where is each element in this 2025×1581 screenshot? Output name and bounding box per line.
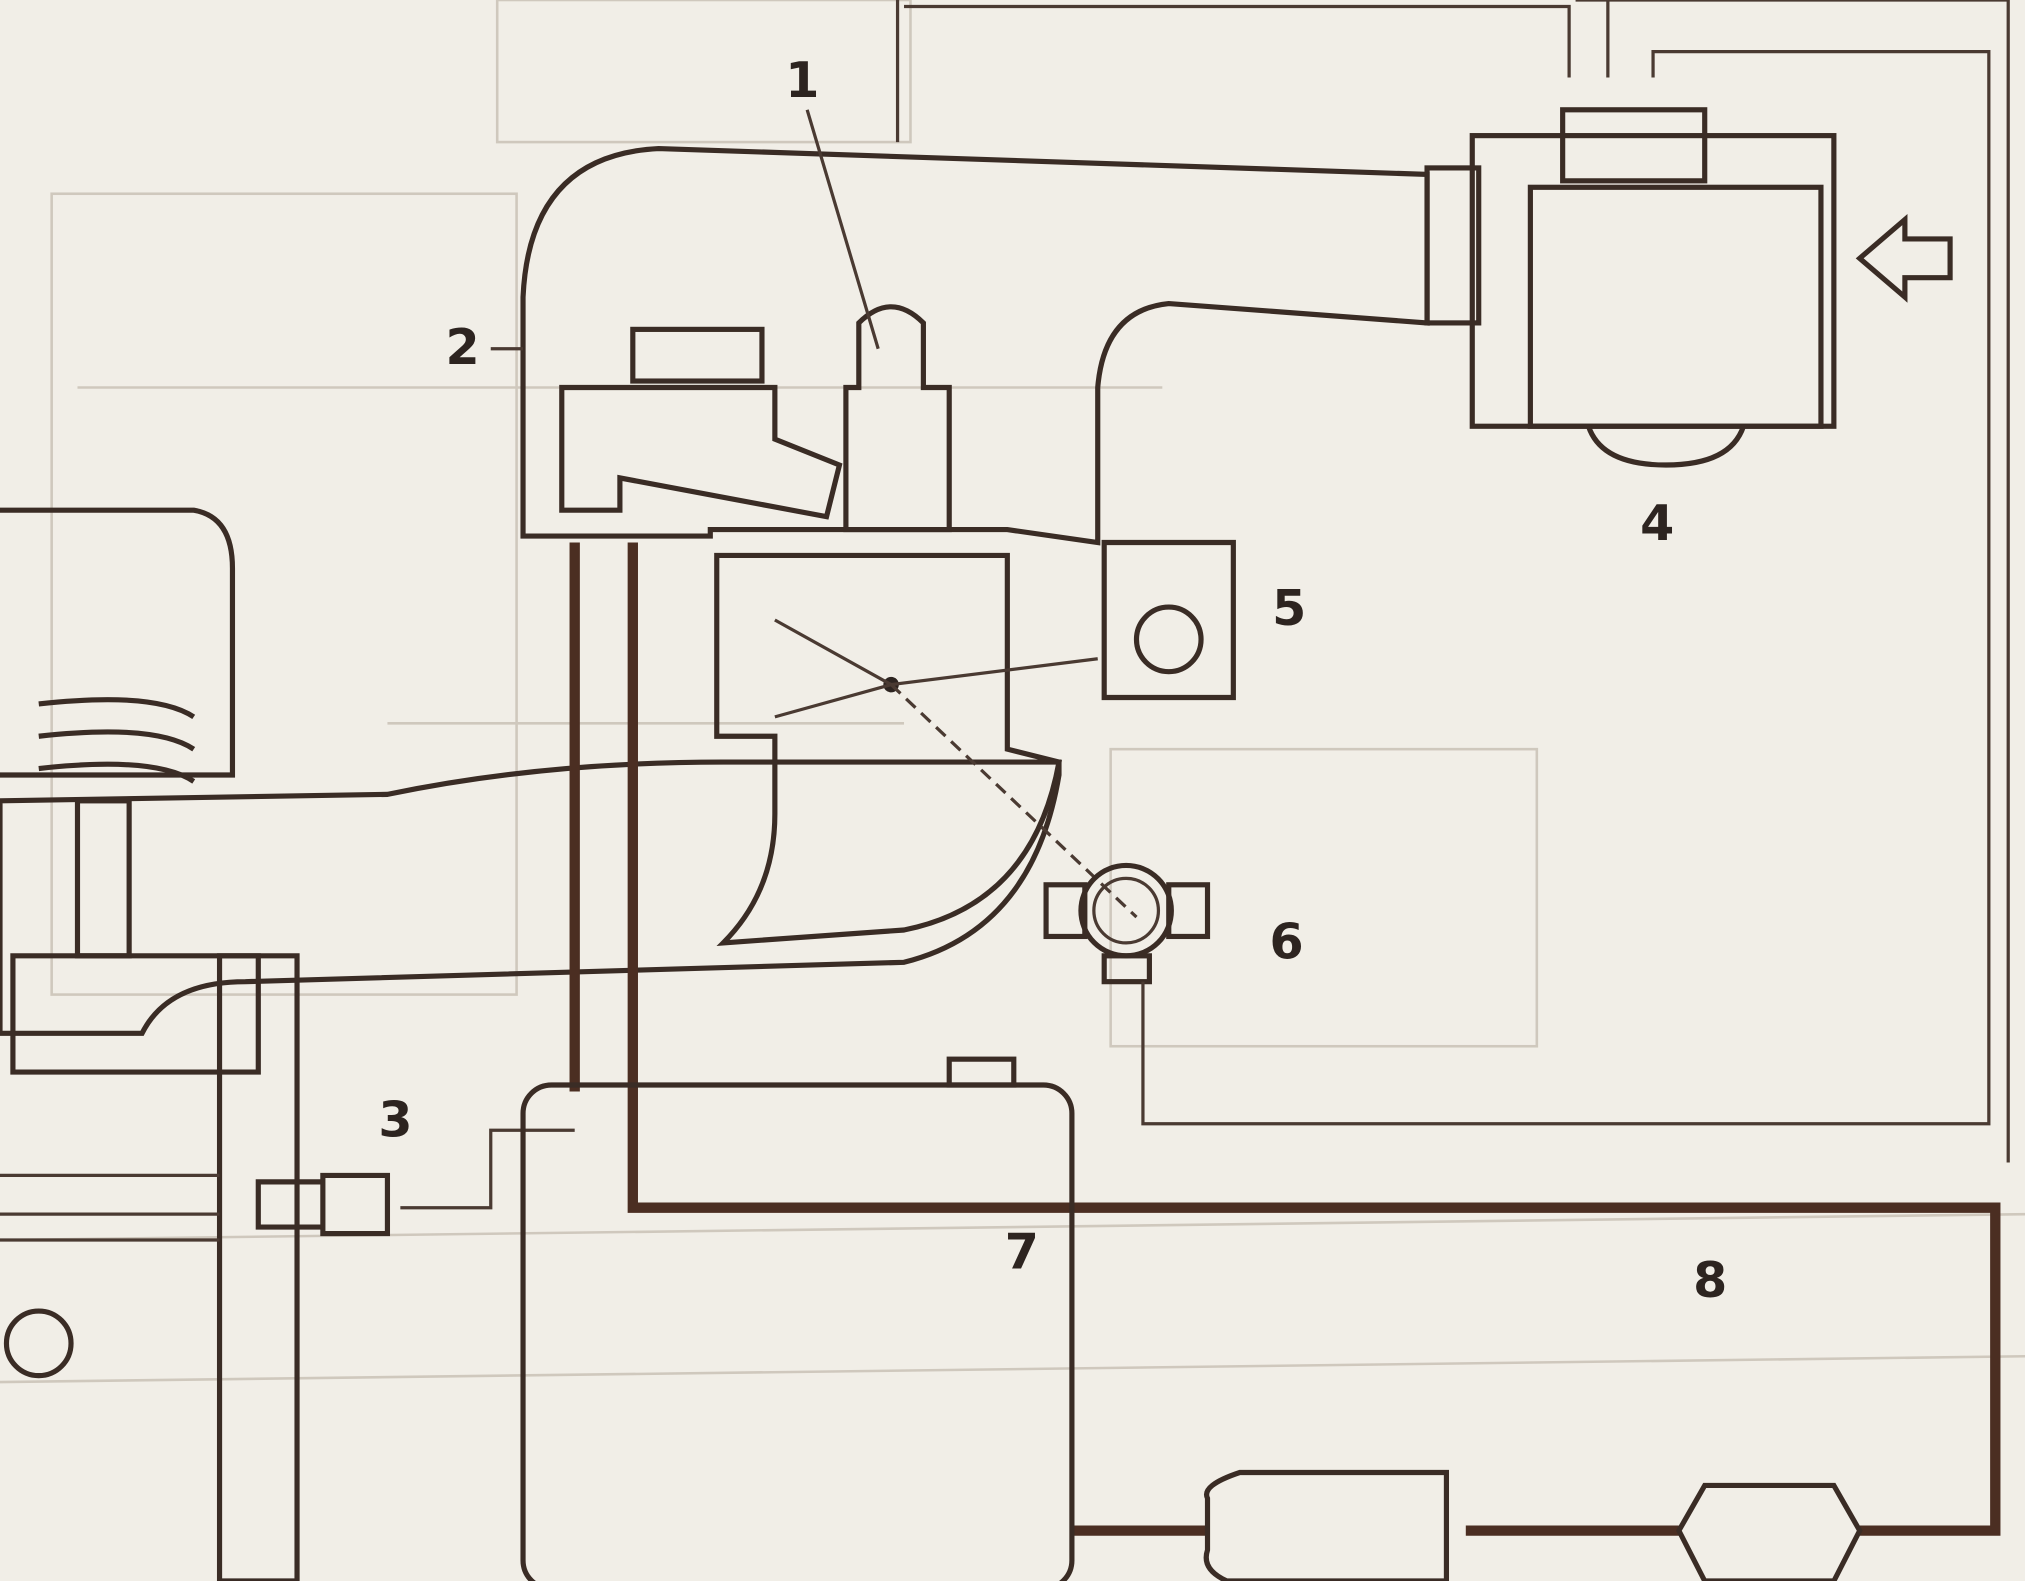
fuel-tank-cap bbox=[946, 1056, 1017, 1088]
fuel-lines bbox=[569, 542, 2001, 1536]
fuel-tank bbox=[520, 1082, 1075, 1581]
background-ghost-drawing bbox=[0, 0, 2025, 1384]
part-labels: 1 2 3 4 5 6 7 8 bbox=[378, 51, 1727, 1309]
rocker-cover bbox=[630, 326, 765, 384]
fuel-filter bbox=[1675, 1482, 1863, 1581]
fuel-pump bbox=[1203, 1469, 1450, 1581]
injector-body bbox=[843, 304, 952, 533]
temperature-sensor bbox=[1043, 862, 1211, 985]
label-7: 7 bbox=[1005, 1222, 1039, 1280]
air-flow-arrow-icon bbox=[1855, 213, 1953, 303]
rocker-arm bbox=[559, 384, 843, 520]
engine-cylinder-head bbox=[0, 507, 300, 1581]
label-1: 1 bbox=[785, 51, 819, 109]
valve-stem bbox=[74, 798, 132, 959]
throttle-position-sensor bbox=[774, 539, 1236, 919]
valve-spring bbox=[38, 697, 196, 784]
label-8: 8 bbox=[1693, 1251, 1727, 1309]
label-4: 4 bbox=[1640, 494, 1674, 552]
label-2: 2 bbox=[446, 318, 480, 376]
intake-manifold bbox=[0, 145, 1430, 1036]
label-6: 6 bbox=[1269, 912, 1303, 970]
label-3: 3 bbox=[378, 1091, 412, 1149]
label-5: 5 bbox=[1272, 579, 1306, 637]
sensor-wiring bbox=[255, 0, 2010, 1237]
sensor-3 bbox=[255, 1172, 391, 1237]
air-flow-meter bbox=[1424, 107, 1953, 468]
